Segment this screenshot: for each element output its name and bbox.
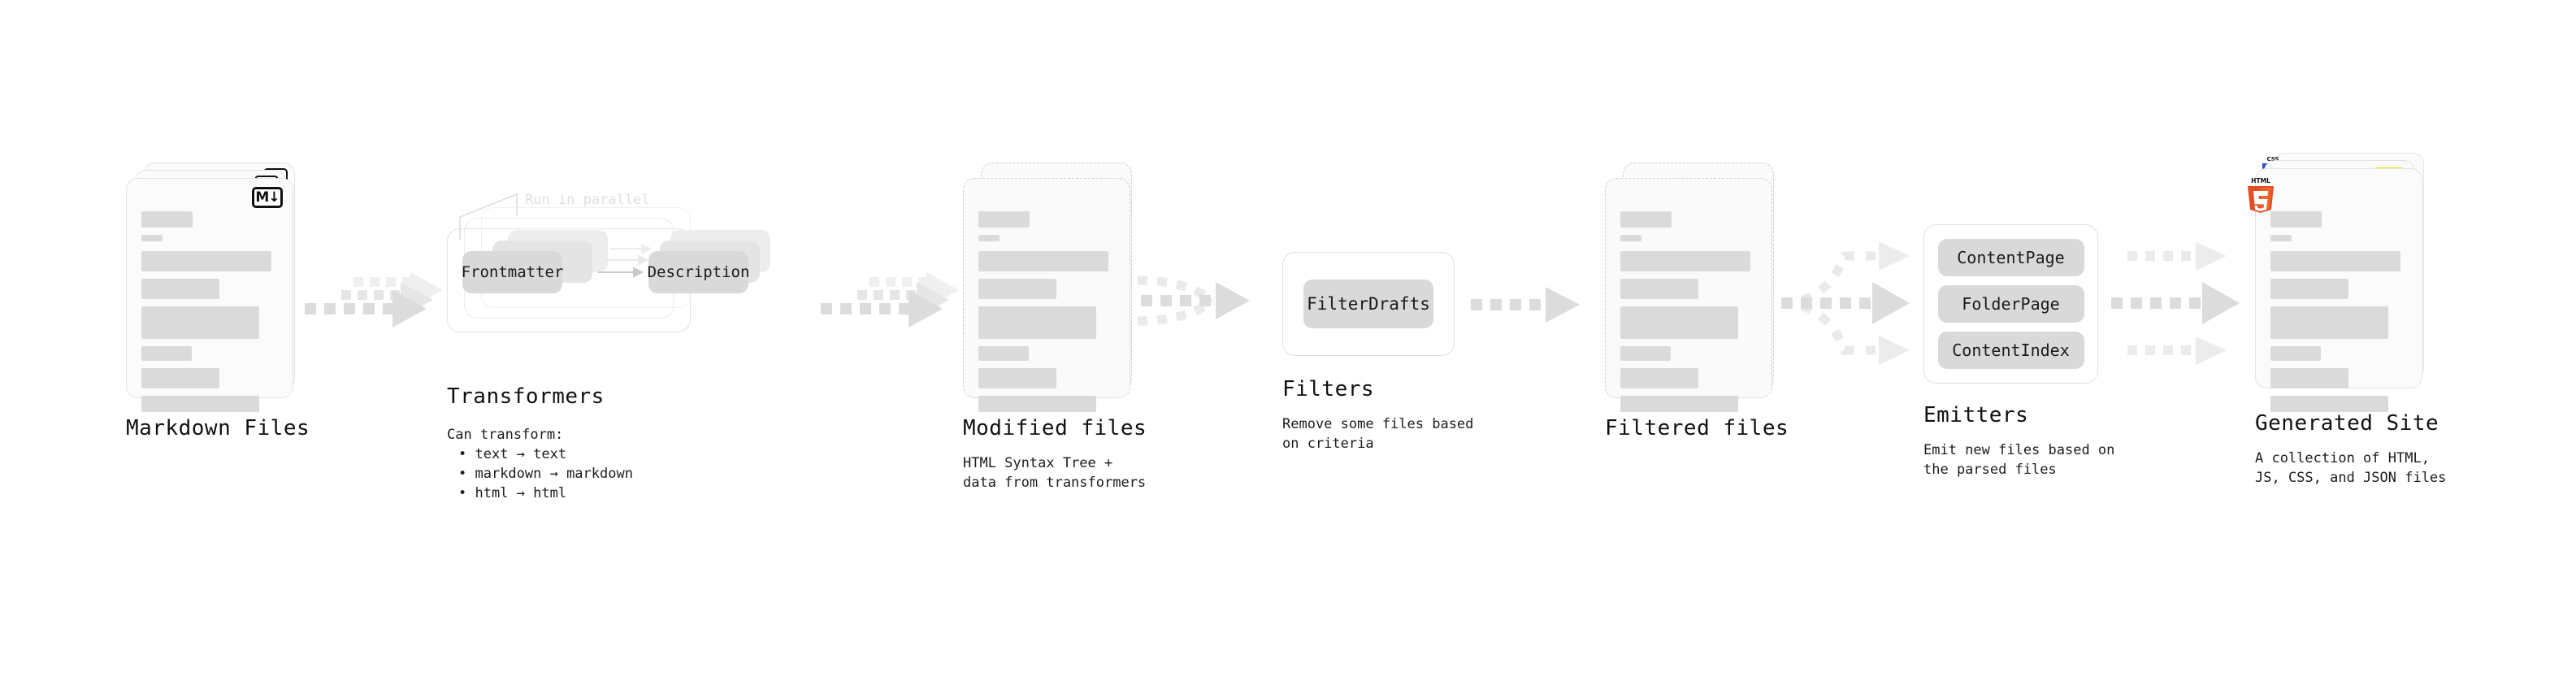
- page-title: Modified files: [963, 416, 1147, 440]
- list-item: • text → text: [458, 446, 567, 462]
- list-item-label: markdown → markdown: [475, 466, 633, 482]
- skeleton-lines: [141, 211, 281, 419]
- transformer-node-frontmatter[interactable]: Frontmatter: [461, 251, 564, 293]
- transformer-node-label: Frontmatter: [461, 263, 564, 281]
- emitter-node-label: ContentIndex: [1952, 340, 2070, 360]
- site-sheet-front-html: HTML: [2248, 168, 2422, 412]
- modified-file-stack: [963, 163, 1134, 412]
- generated-site-stack: CSS HTML: [2248, 153, 2426, 412]
- transformer-connector-arrows: [598, 243, 653, 278]
- filtered-sheet-front: [1605, 178, 1772, 412]
- transformer-node-description[interactable]: Description: [647, 251, 750, 293]
- flow-arrow-6: [2111, 232, 2257, 374]
- flow-arrow-3-merge: [1137, 264, 1268, 337]
- page-title: Markdown Files: [126, 416, 310, 440]
- skeleton-lines: [978, 211, 1118, 419]
- stage-transformers: Run in parallel: [447, 192, 770, 503]
- emitter-node-contentindex[interactable]: ContentIndex: [1937, 332, 2084, 369]
- transformer-node-label: Description: [647, 263, 750, 281]
- stage-subtitle: Can transform:: [447, 427, 564, 443]
- markdown-letter: M: [255, 189, 269, 206]
- flow-arrow-4: [1471, 287, 1593, 323]
- html5-icon: HTML: [2244, 176, 2277, 213]
- emitters-panel: ContentPage FolderPage ContentIndex: [1923, 224, 2098, 384]
- stage-subtitle: HTML Syntax Tree + data from transformer…: [963, 455, 1147, 491]
- filter-node-label: FilterDrafts: [1307, 294, 1430, 314]
- skeleton-lines: [1620, 211, 1760, 419]
- filters-panel: FilterDrafts: [1282, 252, 1455, 356]
- page-title: Emitters: [1923, 403, 2029, 427]
- page-title: Filtered files: [1605, 416, 1789, 440]
- run-in-parallel-label: Run in parallel: [525, 192, 650, 208]
- markdown-sheet-front: M↓: [126, 178, 293, 412]
- stage-markdown-files: M↓ M↓ M↓: [126, 163, 310, 440]
- list-item: • html → html: [458, 485, 567, 501]
- transformer-stack: Frontmatter Description: [447, 207, 770, 354]
- markdown-icon: M↓: [252, 187, 283, 208]
- flow-arrow-2: [821, 272, 959, 333]
- css-label: CSS: [2266, 156, 2279, 163]
- markdown-file-stack: M↓ M↓ M↓: [126, 163, 297, 412]
- flow-arrow-1: [305, 272, 443, 333]
- filtered-file-stack: [1605, 163, 1776, 412]
- list-item-label: text → text: [475, 446, 567, 462]
- stage-generated-site: CSS HTML: [2248, 153, 2447, 488]
- list-item-label: html → html: [475, 485, 567, 501]
- filter-node-filterdrafts[interactable]: FilterDrafts: [1303, 280, 1433, 328]
- page-title: Generated Site: [2255, 411, 2439, 436]
- stage-filters: FilterDrafts Filters Remove some files b…: [1282, 252, 1473, 453]
- list-item: • markdown → markdown: [458, 466, 633, 482]
- emitter-node-contentpage[interactable]: ContentPage: [1937, 239, 2084, 276]
- page-title: Transformers: [447, 384, 605, 409]
- stage-subtitle: Remove some files based on criteria: [1282, 416, 1474, 452]
- emitter-node-label: FolderPage: [1962, 294, 2060, 314]
- stage-subtitle: A collection of HTML, JS, CSS, and JSON …: [2255, 450, 2447, 486]
- flow-arrow-5-fanout: [1780, 232, 1923, 374]
- markdown-arrow: ↓: [268, 189, 280, 206]
- stage-subtitle: Emit new files based on the parsed files: [1923, 442, 2115, 478]
- modified-sheet-front: [963, 178, 1130, 412]
- stage-modified-files: Modified files HTML Syntax Tree + data f…: [963, 163, 1147, 492]
- stage-filtered-files: Filtered files: [1605, 163, 1789, 440]
- svg-text:HTML: HTML: [2251, 177, 2270, 184]
- stage-emitters: ContentPage FolderPage ContentIndex Emit…: [1923, 224, 2114, 479]
- page-title: Filters: [1282, 377, 1375, 401]
- emitter-node-folderpage[interactable]: FolderPage: [1937, 285, 2084, 323]
- skeleton-lines: [2270, 211, 2410, 419]
- emitter-node-label: ContentPage: [1957, 248, 2065, 267]
- transform-capability-list: • text → text • markdown → markdown • ht…: [447, 445, 691, 503]
